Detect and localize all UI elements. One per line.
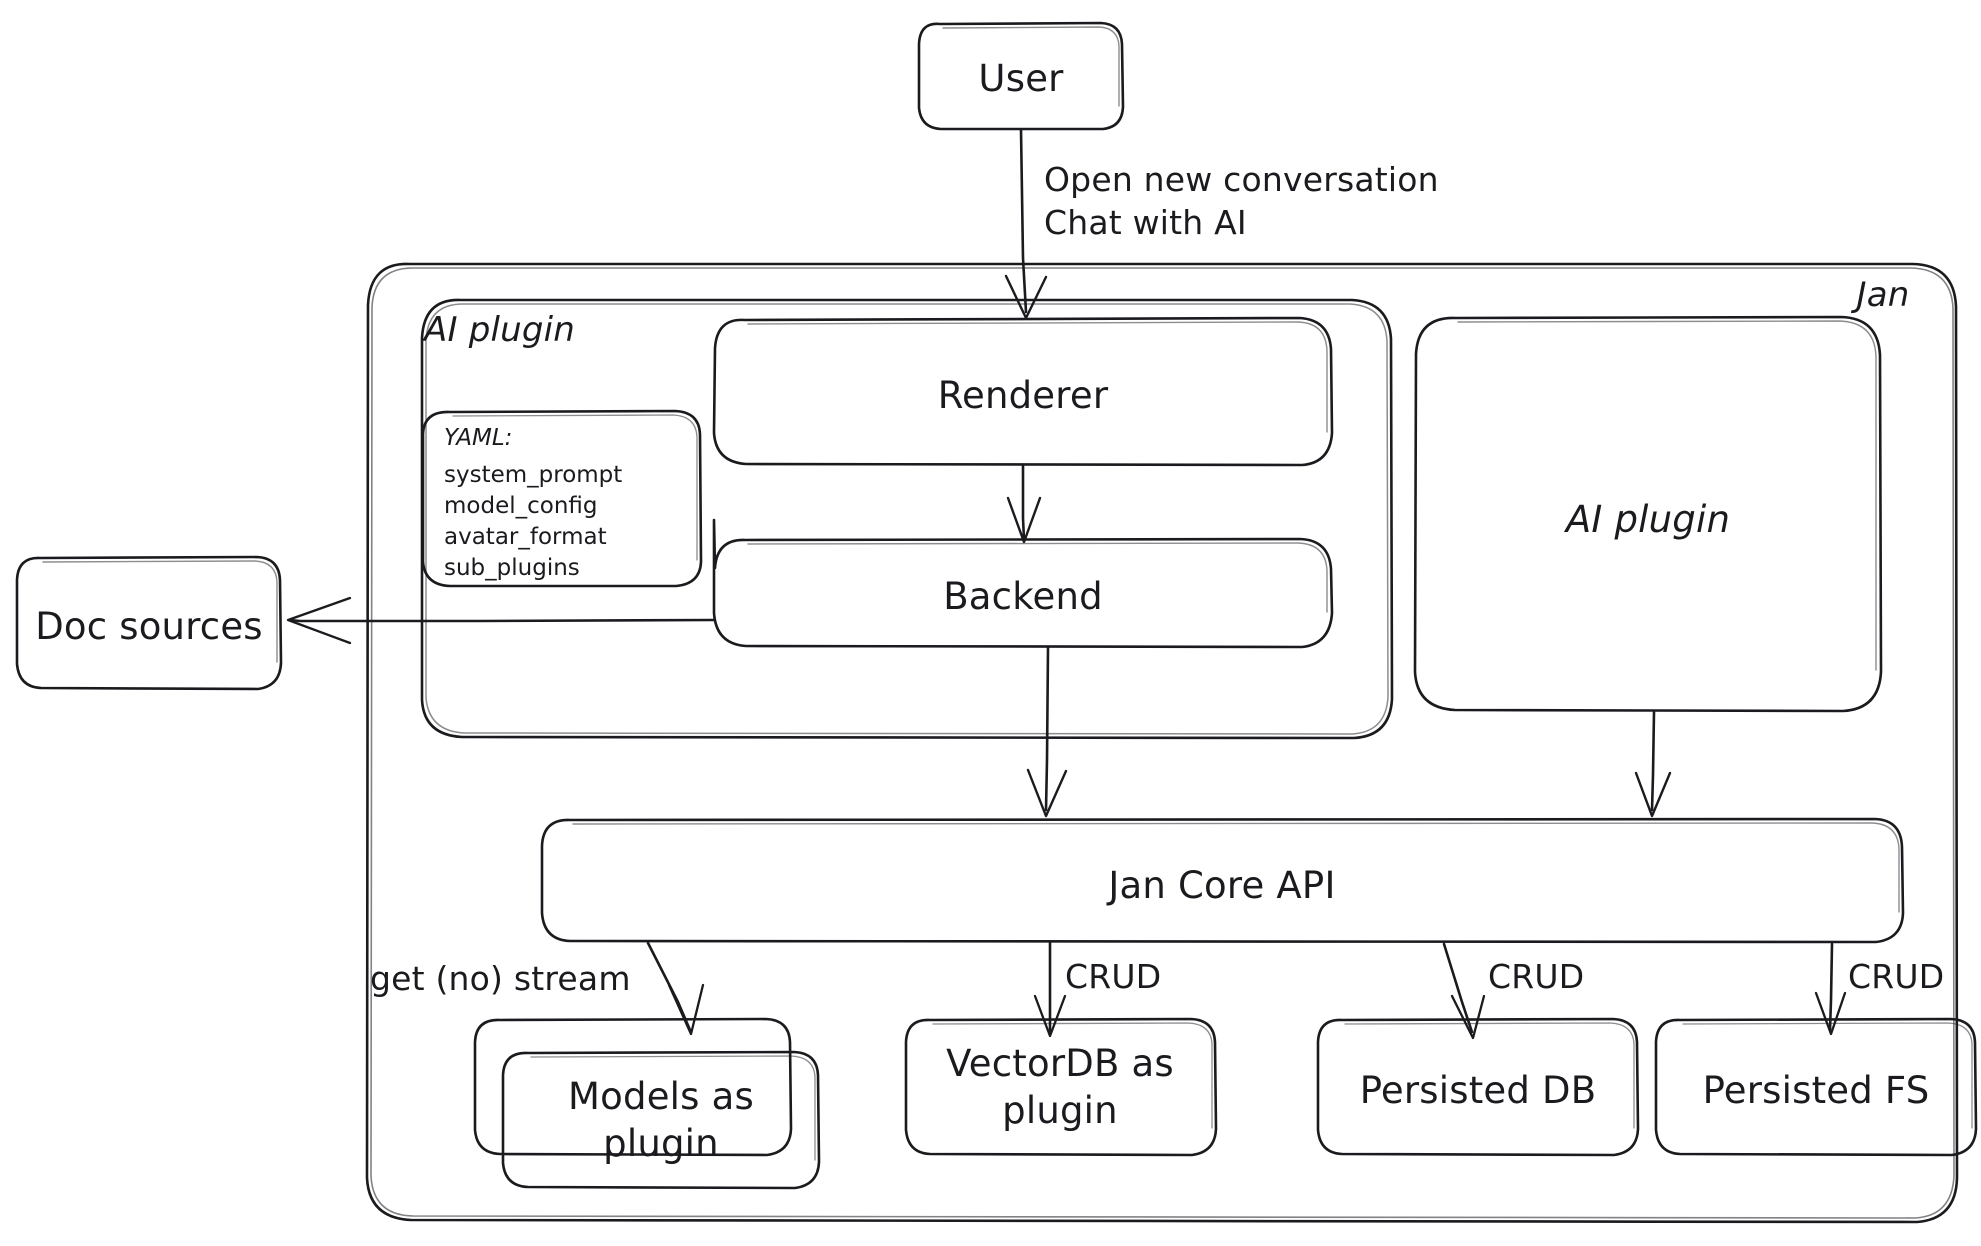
edge-ai-plugin-to-core: [1634, 710, 1672, 818]
persisted-db-node-shape: [1316, 1017, 1640, 1157]
ai-plugin-right-node-shape: [1413, 315, 1883, 713]
vectordb-plugin-node-shape: [904, 1017, 1218, 1157]
jan-container-shape: [365, 262, 1959, 1224]
ai-plugin-group-shape: [420, 298, 1394, 740]
doc-sources-node-shape: [15, 555, 283, 691]
edge-core-to-persisted-db: [1442, 942, 1486, 1040]
edge-core-to-vectordb: [1033, 941, 1067, 1038]
edge-core-to-models: [646, 941, 705, 1036]
yaml-card-key-sub-plugins: sub_plugins: [444, 555, 580, 581]
yaml-card-heading: YAML:: [444, 425, 513, 451]
yaml-card-key-system-prompt: system_prompt: [444, 462, 623, 488]
edge-backend-to-core: [1026, 646, 1068, 818]
edge-user-to-renderer: [1004, 128, 1048, 320]
yaml-card-key-avatar-format: avatar_format: [444, 524, 607, 550]
edge-backend-to-doc-sources: [286, 596, 716, 645]
yaml-card-shape: [421, 409, 703, 588]
user-node-shape: [917, 21, 1125, 131]
models-plugin-node-shape: [473, 1017, 821, 1190]
persisted-fs-node-shape: [1654, 1017, 1978, 1157]
yaml-card-key-model-config: model_config: [444, 493, 598, 519]
backend-node-shape: [712, 518, 1334, 649]
edge-renderer-to-backend: [1006, 464, 1042, 544]
renderer-node-shape: [712, 316, 1334, 467]
jan-core-api-node-shape: [540, 817, 1905, 944]
